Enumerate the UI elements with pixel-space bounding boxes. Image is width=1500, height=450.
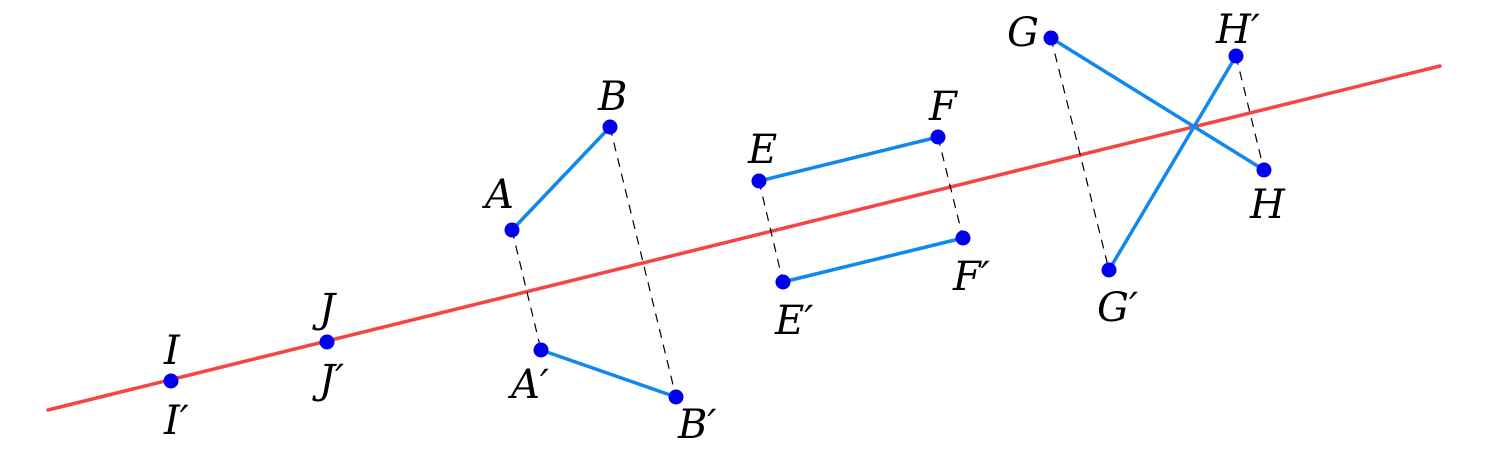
point-h <box>1256 162 1272 178</box>
label-b: B <box>597 74 627 120</box>
point-i <box>163 373 179 389</box>
label-j-prime: J′ <box>312 357 344 403</box>
label-g: G <box>1007 10 1039 56</box>
label-a-prime: A′ <box>507 362 549 408</box>
label-i-prime: I′ <box>163 398 189 444</box>
label-f: F <box>928 84 958 130</box>
point-b <box>602 119 618 135</box>
guide-g <box>1050 37 1110 271</box>
segment-e-prime-f-prime <box>781 236 965 284</box>
point-e <box>751 173 767 189</box>
point-g <box>1043 30 1059 46</box>
point-f-prime <box>955 230 971 246</box>
segment-g-prime-h-prime <box>1107 54 1238 272</box>
label-f-prime: F′ <box>952 254 990 300</box>
point-a-prime <box>533 342 549 358</box>
point-b-prime <box>668 389 684 405</box>
guide-f <box>937 136 964 239</box>
label-g-prime: G′ <box>1097 285 1138 331</box>
point-f <box>930 129 946 145</box>
label-e: E <box>747 127 777 173</box>
point-h-prime <box>1228 48 1244 64</box>
label-b-prime: B′ <box>677 402 716 448</box>
point-a <box>504 222 520 238</box>
labels: A B A′ B′ E F E′ F′ G H G′ H′ I I′ J J′ <box>163 7 1286 448</box>
segment-a-prime-b-prime <box>539 348 678 399</box>
guide-lines <box>511 37 1265 398</box>
guide-b <box>609 126 677 398</box>
label-j: J <box>312 286 337 332</box>
point-e-prime <box>775 274 791 290</box>
guide-a <box>511 229 542 351</box>
label-e-prime: E′ <box>774 298 813 344</box>
mirror-line <box>46 64 1442 412</box>
label-h-prime: H′ <box>1215 7 1260 53</box>
point-g-prime <box>1101 262 1117 278</box>
point-j <box>319 334 335 350</box>
segment-ab <box>510 125 612 232</box>
segment-ef <box>757 135 940 183</box>
points <box>163 30 1272 405</box>
segments <box>510 36 1266 399</box>
guide-h <box>1235 55 1265 171</box>
segment-gh <box>1049 36 1266 172</box>
label-a: A <box>481 172 514 218</box>
label-h: H <box>1249 182 1286 228</box>
guide-e <box>758 180 784 283</box>
label-i: I <box>163 328 181 374</box>
